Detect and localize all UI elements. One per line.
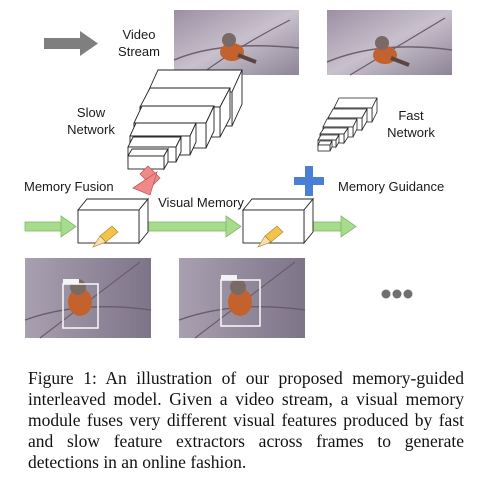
video-stream-arrow: [44, 31, 98, 56]
memory-guidance-label: Memory Guidance: [338, 179, 445, 194]
caption-text: An illustration of our proposed memory-g…: [28, 368, 464, 472]
fast-network-stack: [317, 97, 378, 152]
pencil-icon-2: [257, 225, 284, 248]
slow-network-stack: [127, 69, 243, 171]
memory-fusion-label: Memory Fusion: [24, 179, 114, 194]
video-stream-label: Video Stream: [118, 27, 160, 59]
video-frame-2: [326, 10, 453, 76]
figure-caption: Figure 1: An illustration of our propose…: [28, 368, 464, 473]
visual-memory-label: Visual Memory: [158, 195, 244, 210]
pencil-icon-1: [92, 225, 119, 248]
memory-fusion-arrow: [132, 165, 161, 196]
video-frame-1: [173, 10, 300, 76]
detection-frame-2: [178, 258, 306, 339]
caption-prefix: Figure 1:: [28, 368, 97, 388]
slow-network-label: Slow Network: [67, 105, 115, 137]
detection-frame-1: [24, 258, 152, 339]
memory-guidance-plus-icon: [294, 166, 324, 196]
fast-network-label: Fast Network: [387, 108, 435, 140]
ellipsis-icon: [381, 289, 413, 299]
